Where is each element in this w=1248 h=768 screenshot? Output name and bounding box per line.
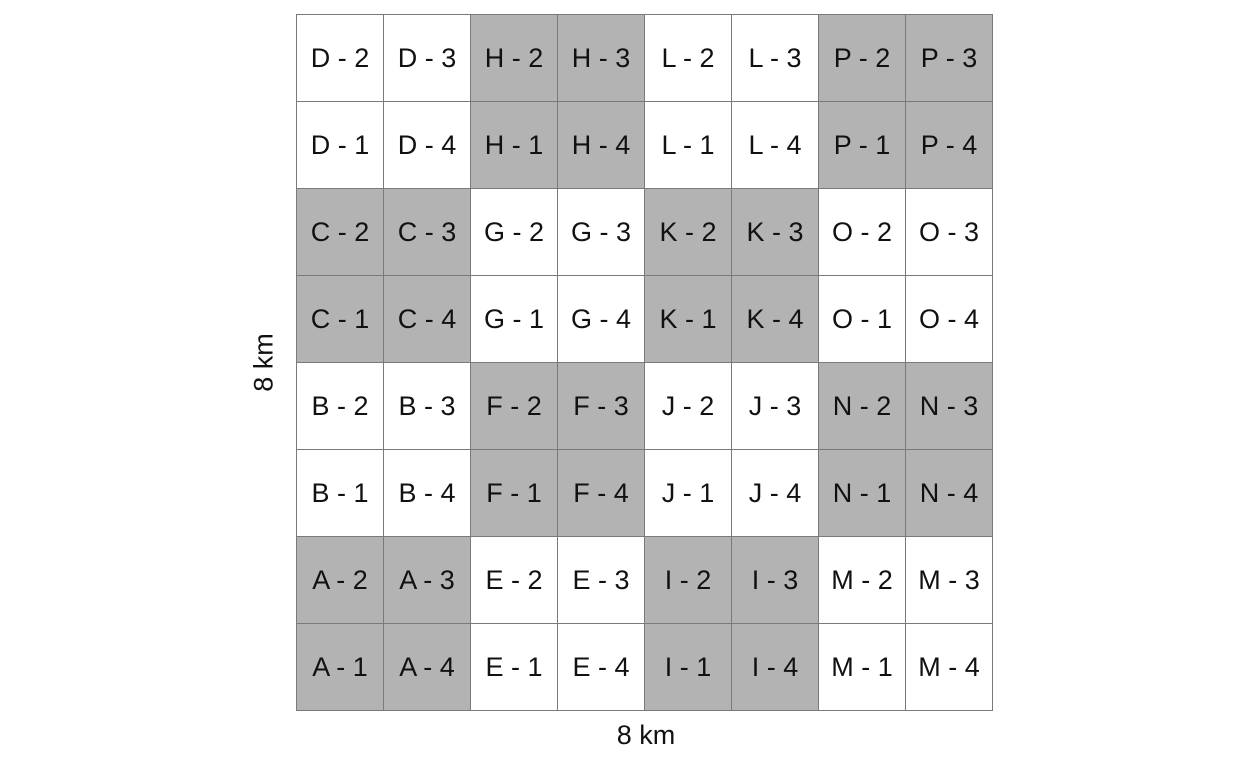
grid-cell: B - 2	[297, 363, 384, 450]
grid-cell: I - 3	[732, 537, 819, 624]
grid-cell: K - 1	[645, 276, 732, 363]
grid-cell: K - 4	[732, 276, 819, 363]
x-axis-label: 8 km	[616, 720, 676, 750]
grid-cell: P - 1	[819, 102, 906, 189]
grid-cell: D - 1	[297, 102, 384, 189]
grid-cell: D - 3	[384, 15, 471, 102]
grid-cell: H - 3	[558, 15, 645, 102]
grid-cell: M - 3	[906, 537, 993, 624]
grid-cell: P - 3	[906, 15, 993, 102]
grid-cell: O - 4	[906, 276, 993, 363]
grid-cell: G - 4	[558, 276, 645, 363]
grid-cell: E - 4	[558, 624, 645, 711]
grid-cell: P - 4	[906, 102, 993, 189]
grid-cell: O - 3	[906, 189, 993, 276]
grid-cell: A - 4	[384, 624, 471, 711]
grid-cell: H - 2	[471, 15, 558, 102]
grid-cell: C - 2	[297, 189, 384, 276]
grid-cell: I - 4	[732, 624, 819, 711]
grid-cell: N - 2	[819, 363, 906, 450]
grid-cell: G - 1	[471, 276, 558, 363]
grid-cell: F - 1	[471, 450, 558, 537]
grid-cell: B - 1	[297, 450, 384, 537]
grid-cell: C - 3	[384, 189, 471, 276]
grid-cell: I - 1	[645, 624, 732, 711]
grid-cell: L - 3	[732, 15, 819, 102]
grid-cell: K - 3	[732, 189, 819, 276]
grid-cell: J - 4	[732, 450, 819, 537]
grid-cell: F - 3	[558, 363, 645, 450]
grid-cell: B - 4	[384, 450, 471, 537]
grid-cell: B - 3	[384, 363, 471, 450]
grid-cell: G - 2	[471, 189, 558, 276]
grid-cell: O - 2	[819, 189, 906, 276]
grid-cell: N - 3	[906, 363, 993, 450]
grid-cell: O - 1	[819, 276, 906, 363]
grid-cell: E - 3	[558, 537, 645, 624]
grid-cell: L - 1	[645, 102, 732, 189]
grid-cell: K - 2	[645, 189, 732, 276]
grid-cell: P - 2	[819, 15, 906, 102]
grid-cell: H - 4	[558, 102, 645, 189]
grid-cell: N - 1	[819, 450, 906, 537]
grid-cell: A - 1	[297, 624, 384, 711]
grid-cell: L - 4	[732, 102, 819, 189]
grid-cell: L - 2	[645, 15, 732, 102]
grid-cell: M - 4	[906, 624, 993, 711]
grid-cell: E - 1	[471, 624, 558, 711]
grid-cell: E - 2	[471, 537, 558, 624]
grid-cell: H - 1	[471, 102, 558, 189]
grid-cell: N - 4	[906, 450, 993, 537]
grid-cell: J - 2	[645, 363, 732, 450]
grid-cell: M - 2	[819, 537, 906, 624]
grid-cell: D - 2	[297, 15, 384, 102]
grid-cell: F - 2	[471, 363, 558, 450]
grid-cell: D - 4	[384, 102, 471, 189]
grid-cell: A - 2	[297, 537, 384, 624]
grid-cell: A - 3	[384, 537, 471, 624]
grid-cell: M - 1	[819, 624, 906, 711]
grid-cell: J - 1	[645, 450, 732, 537]
grid-cell: I - 2	[645, 537, 732, 624]
grid-cell: C - 1	[297, 276, 384, 363]
y-axis-label: 8 km	[248, 333, 279, 392]
grid-cell: C - 4	[384, 276, 471, 363]
grid-cell: G - 3	[558, 189, 645, 276]
grid-cell: J - 3	[732, 363, 819, 450]
grid-cell: F - 4	[558, 450, 645, 537]
